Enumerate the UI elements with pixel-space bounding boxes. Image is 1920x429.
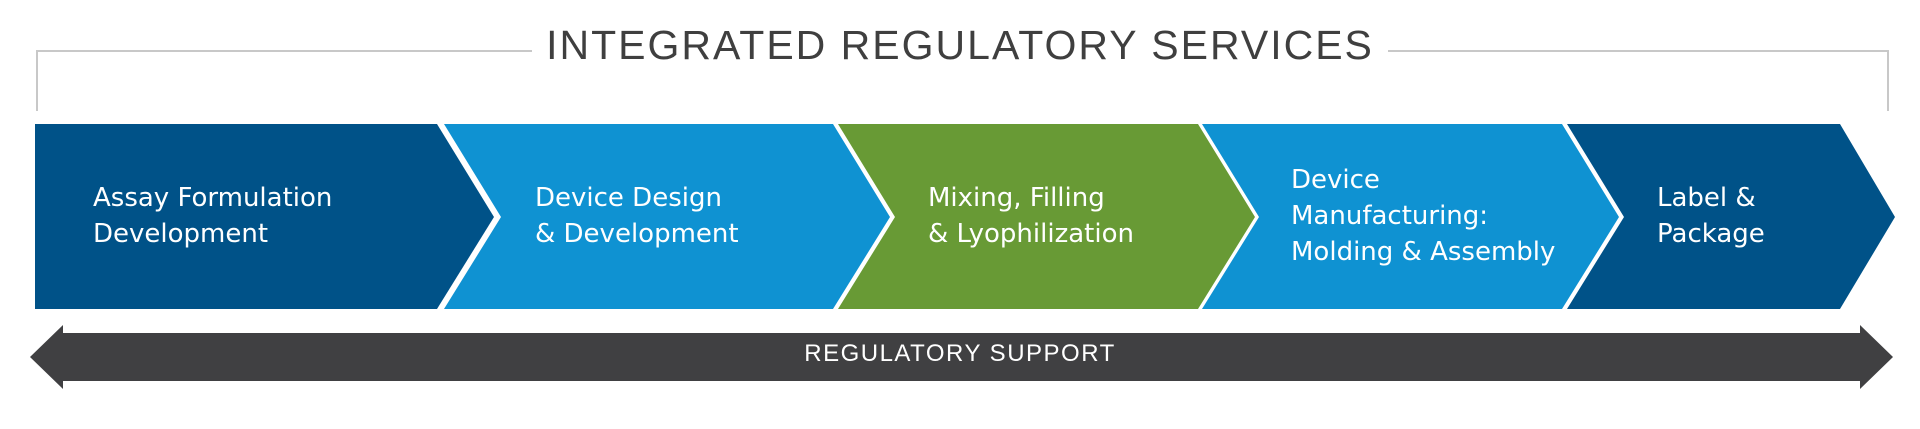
step-shape-device-manufacturing	[1202, 124, 1619, 309]
step-label-device-manufacturing: Device Manufacturing: Molding & Assembly	[1291, 165, 1556, 267]
title-text: INTEGRATED REGULATORY SERVICES	[532, 22, 1388, 68]
step-shape-device-design	[444, 124, 890, 309]
step-shape-mixing-filling	[838, 124, 1255, 309]
regulatory-support-label: REGULATORY SUPPORT	[804, 340, 1116, 367]
step-label-label-package: Label & Package	[1657, 183, 1765, 249]
double-arrow-icon	[30, 325, 1893, 389]
step-label-assay-formulation: Assay Formulation Development	[93, 183, 333, 249]
step-label-device-design: Device Design & Development	[535, 183, 739, 249]
step-shape-assay-formulation	[35, 124, 494, 309]
diagram-title: INTEGRATED REGULATORY SERVICES	[0, 22, 1920, 69]
step-label-mixing-filling: Mixing, Filling & Lyophilization	[928, 183, 1134, 249]
step-shape-label-package	[1567, 124, 1895, 309]
